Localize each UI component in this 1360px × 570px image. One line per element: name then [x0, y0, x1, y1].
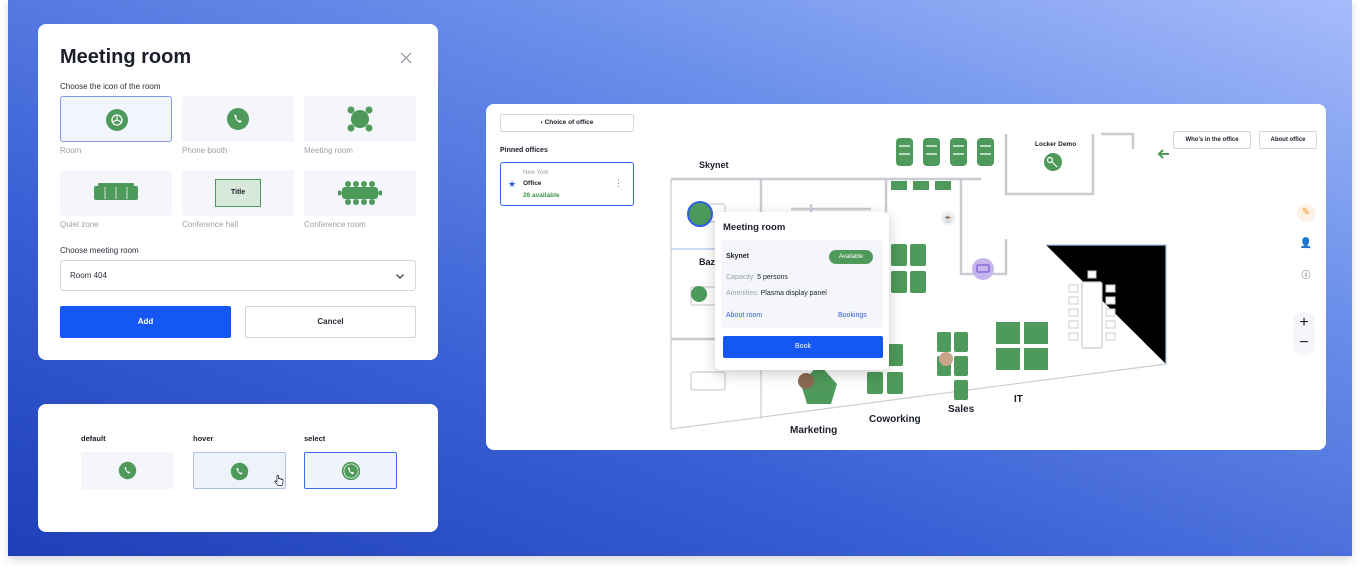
chevron-left-icon: ‹ — [540, 119, 545, 126]
zone-label-sales: Sales — [948, 404, 975, 415]
phone-icon — [341, 461, 361, 481]
zone-label-coworking: Coworking — [869, 414, 921, 425]
icon-label-room: Room — [60, 146, 82, 155]
canvas-background: Meeting room Choose the icon of the room… — [8, 0, 1352, 556]
svg-text:☕: ☕ — [943, 213, 953, 223]
star-icon: ★ — [508, 179, 517, 189]
zone-label-locker: Locker Demo — [1035, 141, 1077, 148]
icon-label-quiet-zone: Quiet zone — [60, 220, 99, 229]
phone-icon — [230, 462, 249, 481]
zoom-out-button[interactable]: − — [1299, 334, 1309, 351]
state-tile-select[interactable] — [304, 452, 397, 489]
about-office-button[interactable]: About office — [1259, 131, 1317, 149]
zone-label-skynet: Skynet — [699, 160, 729, 170]
popup-room-name: Skynet — [726, 253, 749, 260]
meeting-room-select[interactable]: Room 404 — [60, 260, 416, 291]
book-button[interactable]: Book — [723, 336, 883, 358]
choice-of-office-label: Choice of office — [544, 119, 594, 126]
icon-tile-phone-booth[interactable] — [182, 96, 294, 142]
zone-label-marketing: Marketing — [790, 425, 838, 436]
state-label-select: select — [304, 434, 326, 443]
amenities-label: Amenities: — [726, 290, 759, 297]
cancel-button[interactable]: Cancel — [245, 306, 416, 338]
stage-icon: Title — [215, 179, 261, 207]
icon-tile-meeting-room[interactable] — [304, 96, 416, 142]
amenities-value: Plasma display panel — [760, 290, 827, 297]
icon-label-meeting-room: Meeting room — [304, 146, 353, 155]
edit-icon[interactable]: ✎ — [1297, 204, 1315, 222]
room-section-label: Choose meeting room — [60, 246, 139, 255]
floor-plan: ☕ — [670, 132, 1169, 430]
stage-title-text: Title — [230, 189, 246, 196]
office-city: New York — [523, 170, 549, 176]
long-table-icon — [338, 181, 382, 205]
pinned-offices-title: Pinned offices — [500, 147, 548, 154]
entrance-arrow-icon — [1157, 149, 1169, 159]
office-availability: 26 available — [523, 192, 560, 199]
icon-tile-conference-room[interactable] — [304, 170, 416, 216]
it-desks — [996, 322, 1048, 370]
dialog-title: Meeting room — [60, 46, 192, 68]
zone-label-bazi: Bazi — [699, 257, 718, 267]
close-icon[interactable] — [400, 52, 412, 64]
room-icon — [106, 109, 128, 131]
state-label-default: default — [81, 434, 106, 443]
status-badge: Available — [829, 250, 873, 264]
states-card: default hover select — [38, 404, 438, 532]
office-map-panel: ‹ Choice of office Pinned offices ★ New … — [486, 104, 1326, 450]
office-name: Office — [523, 180, 542, 187]
zoom-in-button[interactable]: + — [1299, 314, 1309, 331]
popup-amenities: Amenities: Plasma display panel — [726, 290, 827, 297]
choice-of-office-button[interactable]: ‹ Choice of office — [500, 114, 634, 132]
icon-tile-quiet-zone[interactable] — [60, 170, 172, 216]
chevron-down-icon — [396, 274, 404, 279]
bookings-link[interactable]: Bookings — [838, 312, 867, 319]
sales-desks — [937, 332, 968, 400]
icon-label-conference-room: Conference room — [304, 220, 366, 229]
popup-title: Meeting room — [723, 222, 786, 233]
icon-tile-conference-hall[interactable]: Title — [182, 170, 294, 216]
skynet-room-marker — [687, 201, 713, 227]
whos-in-office-button[interactable]: Who's in the office — [1173, 131, 1251, 149]
person-icon[interactable]: 👤 — [1297, 235, 1315, 253]
meeting-table-icon — [347, 106, 373, 132]
popup-capacity: Capacity: 5 persons — [726, 274, 788, 281]
hand-cursor-icon — [274, 475, 284, 486]
locker-group — [896, 138, 994, 166]
zone-label-it: IT — [1014, 394, 1023, 405]
printer-icon — [972, 258, 994, 280]
about-room-link[interactable]: About room — [726, 312, 763, 319]
icon-tile-room[interactable] — [60, 96, 172, 142]
icon-label-conference-hall: Conference hall — [182, 220, 239, 229]
meeting-room-select-value: Room 404 — [70, 271, 107, 280]
phone-icon — [227, 108, 249, 130]
capacity-label: Capacity: — [726, 274, 756, 281]
capacity-value: 5 persons — [757, 274, 788, 281]
icon-label-phone-booth: Phone booth — [182, 146, 228, 155]
kebab-menu-icon[interactable]: ⋮ — [614, 178, 623, 188]
info-icon[interactable]: ⓘ — [1297, 266, 1315, 284]
key-icon — [1044, 153, 1062, 171]
phone-icon — [118, 461, 137, 480]
avatar — [798, 373, 814, 389]
state-tile-hover[interactable] — [193, 452, 286, 489]
office-card[interactable]: ★ New York Office 26 available ⋮ — [500, 162, 634, 206]
icon-section-label: Choose the icon of the room — [60, 82, 161, 91]
state-tile-default[interactable] — [81, 452, 174, 489]
meeting-room-dialog: Meeting room Choose the icon of the room… — [38, 24, 438, 360]
zoom-control: + − — [1293, 312, 1315, 356]
sofa-icon — [94, 183, 138, 200]
avatar — [939, 352, 953, 366]
add-button[interactable]: Add — [60, 306, 231, 338]
room-popup: Meeting room Skynet Available Capacity: … — [715, 212, 889, 370]
state-label-hover: hover — [193, 434, 214, 443]
